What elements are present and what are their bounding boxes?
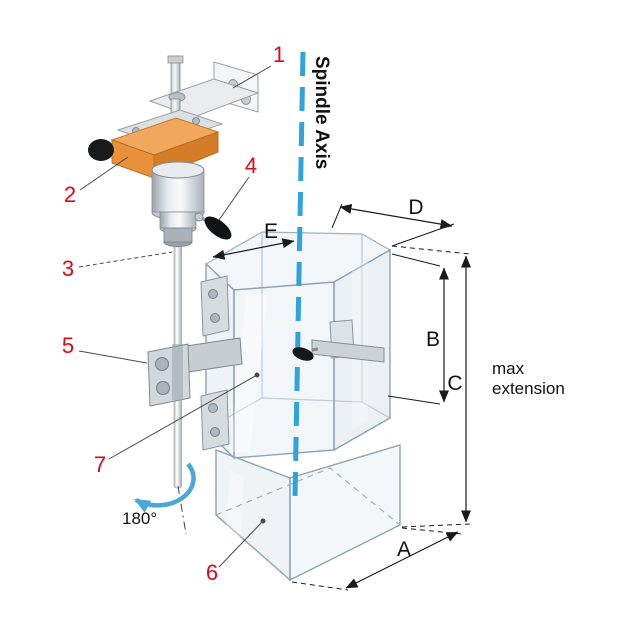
callout-4: 4 xyxy=(245,153,257,178)
spindle-axis-line xyxy=(292,51,306,499)
max-extension-line1: max xyxy=(492,359,525,378)
dimension-c xyxy=(391,245,471,528)
leader-7 xyxy=(108,374,258,460)
leader-2 xyxy=(79,156,129,191)
dimension-d xyxy=(331,203,455,247)
callout-7: 7 xyxy=(94,452,106,477)
leader-6 xyxy=(218,520,264,568)
callout-1: 1 xyxy=(273,42,285,67)
callout-3: 3 xyxy=(62,256,74,281)
callout-5: 5 xyxy=(62,333,74,358)
leader-3 xyxy=(78,251,173,268)
guard-lower-shield xyxy=(215,444,401,582)
dimension-letters: E D B C A xyxy=(264,196,463,561)
inner-guard-bracket xyxy=(292,319,385,363)
rotation-arc-arrow xyxy=(134,462,196,513)
callout-leaders xyxy=(78,65,272,568)
dimension-a xyxy=(291,527,463,591)
max-extension-label: max extension xyxy=(492,359,565,398)
clamp-bolt-top xyxy=(155,357,169,371)
dim-label-c: C xyxy=(447,372,462,395)
guard-lower-glare xyxy=(226,470,244,545)
rotation-angle-label: 180° xyxy=(122,509,157,528)
dim-label-e: E xyxy=(264,220,278,243)
max-extension-line2: extension xyxy=(492,379,565,398)
rotation-indicator xyxy=(134,462,196,535)
leader-4 xyxy=(218,176,250,221)
hinge-plates xyxy=(200,275,230,451)
callout-6: 6 xyxy=(206,560,218,585)
dim-label-a: A xyxy=(397,538,411,561)
callout-numbers: 1 2 3 4 5 7 6 xyxy=(62,42,285,585)
leader-5 xyxy=(78,350,148,364)
side-knob xyxy=(88,139,114,161)
dimension-b xyxy=(387,253,449,405)
inner-clamp-knob xyxy=(292,347,314,361)
clamp-lever xyxy=(204,216,232,240)
leader-1 xyxy=(232,65,272,89)
rod-centerline-extension xyxy=(177,485,187,535)
spindle-axis-label: Spindle Axis xyxy=(311,56,332,169)
callout-2: 2 xyxy=(64,182,76,207)
dim-label-d: D xyxy=(408,196,423,219)
guard-lower-hidden-bottom xyxy=(215,467,401,526)
guard-glare-center xyxy=(230,294,268,452)
dim-label-b: B xyxy=(426,328,440,351)
dimension-e xyxy=(212,238,295,260)
guard-lower-left-face xyxy=(215,448,291,582)
spindle-head-assembly xyxy=(88,55,260,247)
guard-lower-right-face xyxy=(289,444,401,582)
rod-clamp xyxy=(147,337,243,407)
clamp-bolt-bottom xyxy=(156,381,170,395)
